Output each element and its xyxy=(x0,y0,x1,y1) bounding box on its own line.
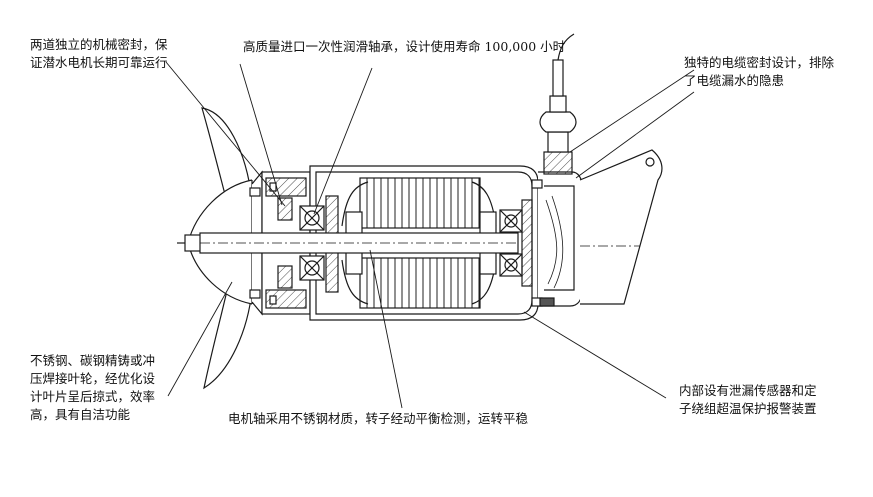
label-mechanical-seal: 两道独立的机械密封，保 证潜水电机长期可靠运行 xyxy=(30,36,168,72)
leakage-sensor xyxy=(539,297,555,307)
power-cable xyxy=(552,59,564,97)
label-shaft: 电机轴采用不锈钢材质，转子经动平衡检测，运转平稳 xyxy=(228,410,528,428)
label-cable-seal: 独特的电缆密封设计，排除 了电缆漏水的隐患 xyxy=(684,54,834,90)
hub-nut xyxy=(184,234,202,252)
label-line: 了电缆漏水的隐患 xyxy=(684,73,785,88)
label-line: 电机轴采用不锈钢材质，转子经动平衡检测，运转平稳 xyxy=(228,411,529,426)
mechanical-seal-lower xyxy=(277,265,293,289)
mechanical-seal-upper xyxy=(277,197,293,221)
stator-upper xyxy=(359,177,481,229)
label-line: 证潜水电机长期可靠运行 xyxy=(30,55,168,70)
label-line: 内部设有泄漏传感器和定 xyxy=(679,383,817,398)
label-line: 高，具有自洁功能 xyxy=(30,407,131,422)
leader-sensor xyxy=(523,311,667,399)
mounting-bracket xyxy=(579,149,663,305)
label-line: 两道独立的机械密封，保 xyxy=(30,37,168,52)
stator-lower xyxy=(359,257,481,309)
label-bearing: 高质量进口一次性润滑轴承，设计使用寿命 100,000 小时 xyxy=(243,38,565,56)
bracket-hole xyxy=(645,157,655,167)
label-line: 不锈钢、碳钢精铸或冲 xyxy=(30,353,156,368)
leader-mechanical-seal xyxy=(165,61,286,207)
end-cap xyxy=(538,171,583,307)
leader-bearing xyxy=(313,67,373,215)
label-impeller: 不锈钢、碳钢精铸或冲 压焊接叶轮，经优化设 计叶片呈后掠式，效率 高，具有自洁功… xyxy=(30,352,155,424)
leader-impeller xyxy=(167,281,233,397)
label-line: 压焊接叶轮，经优化设 xyxy=(30,371,156,386)
label-sensor: 内部设有泄漏传感器和定 子绕组超温保护报警装置 xyxy=(679,382,817,418)
label-line: 高质量进口一次性润滑轴承，设计使用寿命 100,000 小时 xyxy=(243,39,566,54)
leader-shaft xyxy=(369,249,403,409)
internal-wiring xyxy=(545,199,558,285)
label-line: 独特的电缆密封设计，排除 xyxy=(684,55,835,70)
cable-gland xyxy=(543,151,573,175)
leader-cable-seal xyxy=(569,69,695,153)
label-line: 计叶片呈后掠式，效率 xyxy=(30,389,156,404)
label-line: 子绕组超温保护报警装置 xyxy=(679,401,817,416)
